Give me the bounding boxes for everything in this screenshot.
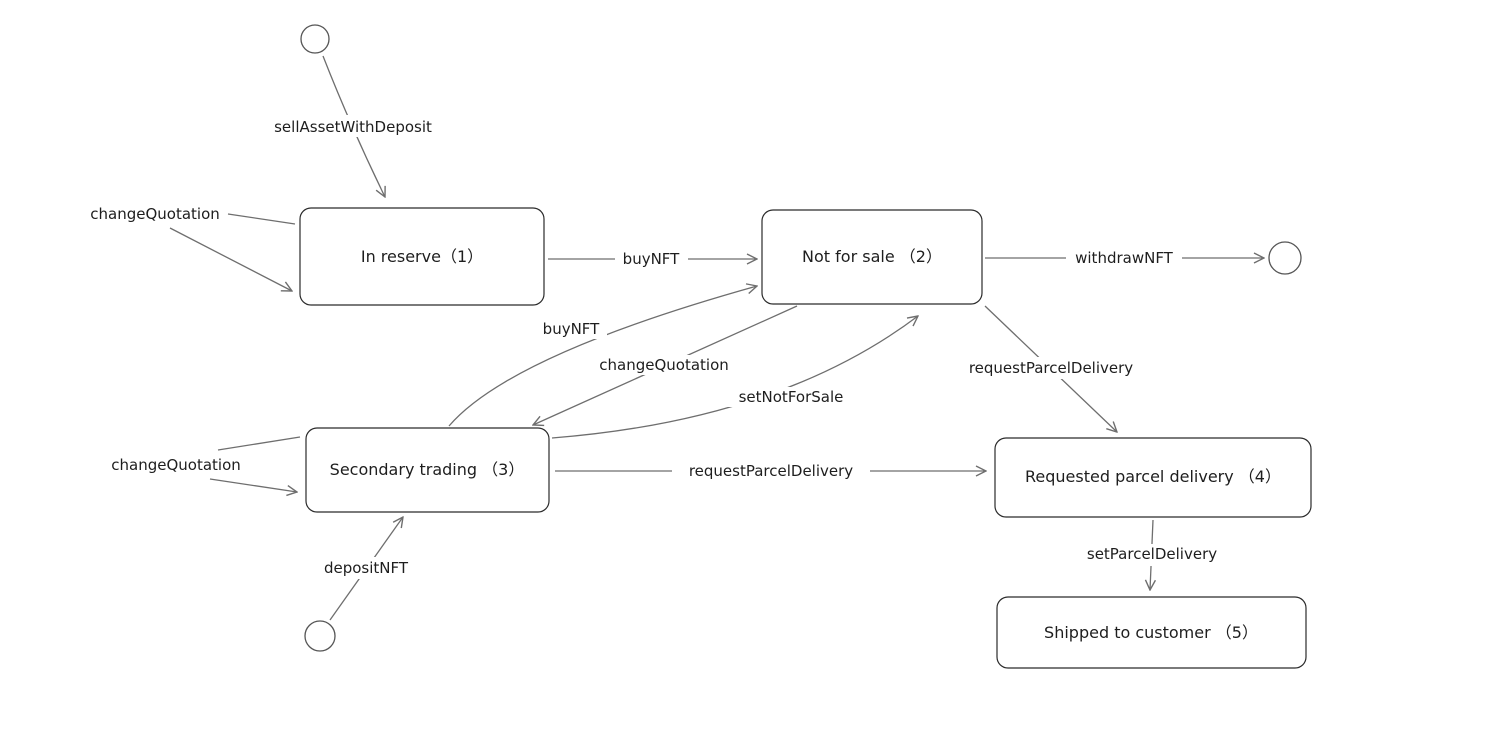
start-node-top: [300, 24, 330, 54]
state-secondary-trading: Secondary trading （3）: [305, 427, 550, 513]
state-not-for-sale: Not for sale （2）: [761, 209, 983, 305]
end-node-right: [1268, 241, 1302, 275]
edge-label-buy-nft-1-2: buyNFT: [623, 250, 680, 268]
state-in-reserve: In reserve（1）: [299, 207, 545, 306]
state-requested-parcel-delivery: Requested parcel delivery （4）: [994, 437, 1312, 518]
edge-change-quotation-loop-3: [209, 436, 300, 492]
state-label-shipped-to-customer: Shipped to customer （5）: [1044, 623, 1258, 642]
edge-buy-nft-3-to-2: [448, 286, 757, 427]
edge-label-sell-asset-with-deposit: sellAssetWithDeposit: [274, 118, 432, 136]
edge-label-change-quotation-1: changeQuotation: [90, 205, 220, 223]
edge-label-set-parcel-delivery: setParcelDelivery: [1087, 545, 1217, 563]
edge-label-deposit-nft: depositNFT: [324, 559, 409, 577]
state-label-not-for-sale: Not for sale （2）: [802, 247, 942, 266]
edge-label-request-parcel-delivery-2-4: requestParcelDelivery: [969, 359, 1133, 377]
edge-label-withdraw-nft: withdrawNFT: [1075, 249, 1174, 267]
state-label-in-reserve: In reserve（1）: [361, 247, 483, 266]
state-shipped-to-customer: Shipped to customer （5）: [996, 596, 1307, 669]
edge-label-change-quotation-2-3: changeQuotation: [599, 356, 729, 374]
state-label-secondary-trading: Secondary trading （3）: [330, 460, 525, 479]
edge-label-change-quotation-3: changeQuotation: [111, 456, 241, 474]
edge-change-quotation-loop-1: [169, 213, 295, 291]
edge-label-set-not-for-sale: setNotForSale: [739, 388, 844, 406]
start-node-bottom: [304, 620, 336, 652]
state-label-requested-parcel-delivery: Requested parcel delivery （4）: [1025, 467, 1281, 486]
edge-label-buy-nft-3-2: buyNFT: [543, 320, 600, 338]
edge-label-request-parcel-delivery-3-4: requestParcelDelivery: [689, 462, 853, 480]
